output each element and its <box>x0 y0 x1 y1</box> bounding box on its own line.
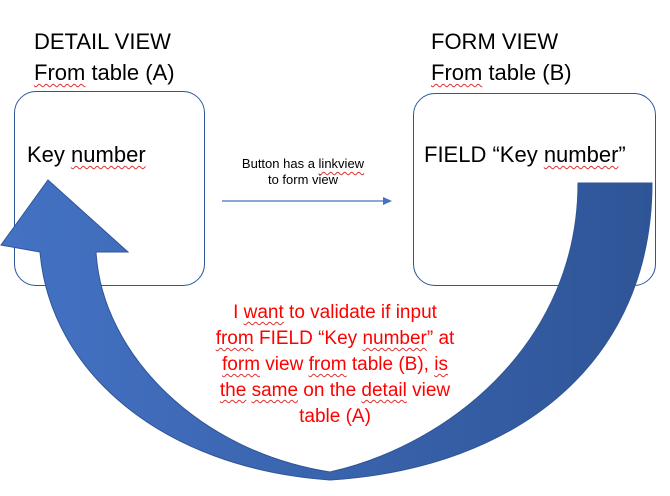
detail-view-key-number-label: Key number <box>27 142 146 168</box>
vn-l1-want: want <box>243 302 284 323</box>
detail-view-key-label: Key <box>27 142 65 167</box>
vn-l2-b: FIELD “Key <box>253 328 363 349</box>
form-view-heading-line1: FORM VIEW <box>431 29 559 54</box>
vn-l3-from: from <box>308 354 347 375</box>
right-arrow-icon <box>222 197 392 205</box>
form-view-field-label: FIELD “Key number” <box>424 142 626 168</box>
form-view-heading-from: From <box>431 60 483 85</box>
detail-view-heading-line1: DETAIL VIEW <box>34 29 171 54</box>
vn-l4-on-the: on the <box>298 380 362 401</box>
link-note-line2: to form view <box>267 172 339 187</box>
validation-note-line2: from FIELD “Key number” at <box>190 326 480 352</box>
link-note: Button has a linkview to form view <box>228 156 378 188</box>
validation-note-line3: form view from table (B), is <box>190 352 480 378</box>
vn-l4-the: the <box>219 380 247 401</box>
vn-l1-a: I <box>233 302 244 323</box>
form-view-heading-line2: From table (B) <box>431 57 572 88</box>
link-note-linkview: linkview <box>318 156 365 171</box>
detail-view-heading-table: table (A) <box>85 60 175 85</box>
vn-l4-detail: detail <box>361 380 407 401</box>
detail-view-heading: DETAIL VIEW From table (A) <box>34 26 175 88</box>
vn-l2-from: from <box>215 328 254 349</box>
form-view-heading: FORM VIEW From table (B) <box>431 26 572 88</box>
vn-l2-c: ” at <box>426 328 455 349</box>
vn-l1-b: to validate if input <box>283 302 437 323</box>
detail-view-number-label: number <box>71 142 146 167</box>
validation-note: I want to validate if input from FIELD “… <box>190 300 480 430</box>
curved-up-arrow-icon <box>0 179 653 481</box>
vn-l4-same: same <box>251 380 299 401</box>
form-view-field-number: number <box>543 142 619 167</box>
validation-note-line1: I want to validate if input <box>190 300 480 326</box>
vn-l4-view: view <box>406 380 451 401</box>
vn-l3-b: view <box>260 354 309 375</box>
form-view-heading-table: table (B) <box>482 60 572 85</box>
validation-note-line4: the same on the detail view <box>190 378 480 404</box>
validation-note-line5: table (A) <box>299 406 371 427</box>
vn-l3-form: form <box>222 354 261 375</box>
form-view-field-suffix: ” <box>618 142 626 167</box>
detail-view-heading-line2: From table (A) <box>34 57 175 88</box>
link-note-line1: Button has a linkview <box>228 156 378 172</box>
form-view-field-prefix: FIELD “Key <box>424 142 544 167</box>
detail-view-heading-from: From <box>34 60 86 85</box>
link-note-prefix: Button has a <box>241 156 319 171</box>
vn-l3-c: table (B), <box>346 354 435 375</box>
vn-l2-number: number <box>362 328 427 349</box>
vn-l3-is: is <box>434 354 448 375</box>
